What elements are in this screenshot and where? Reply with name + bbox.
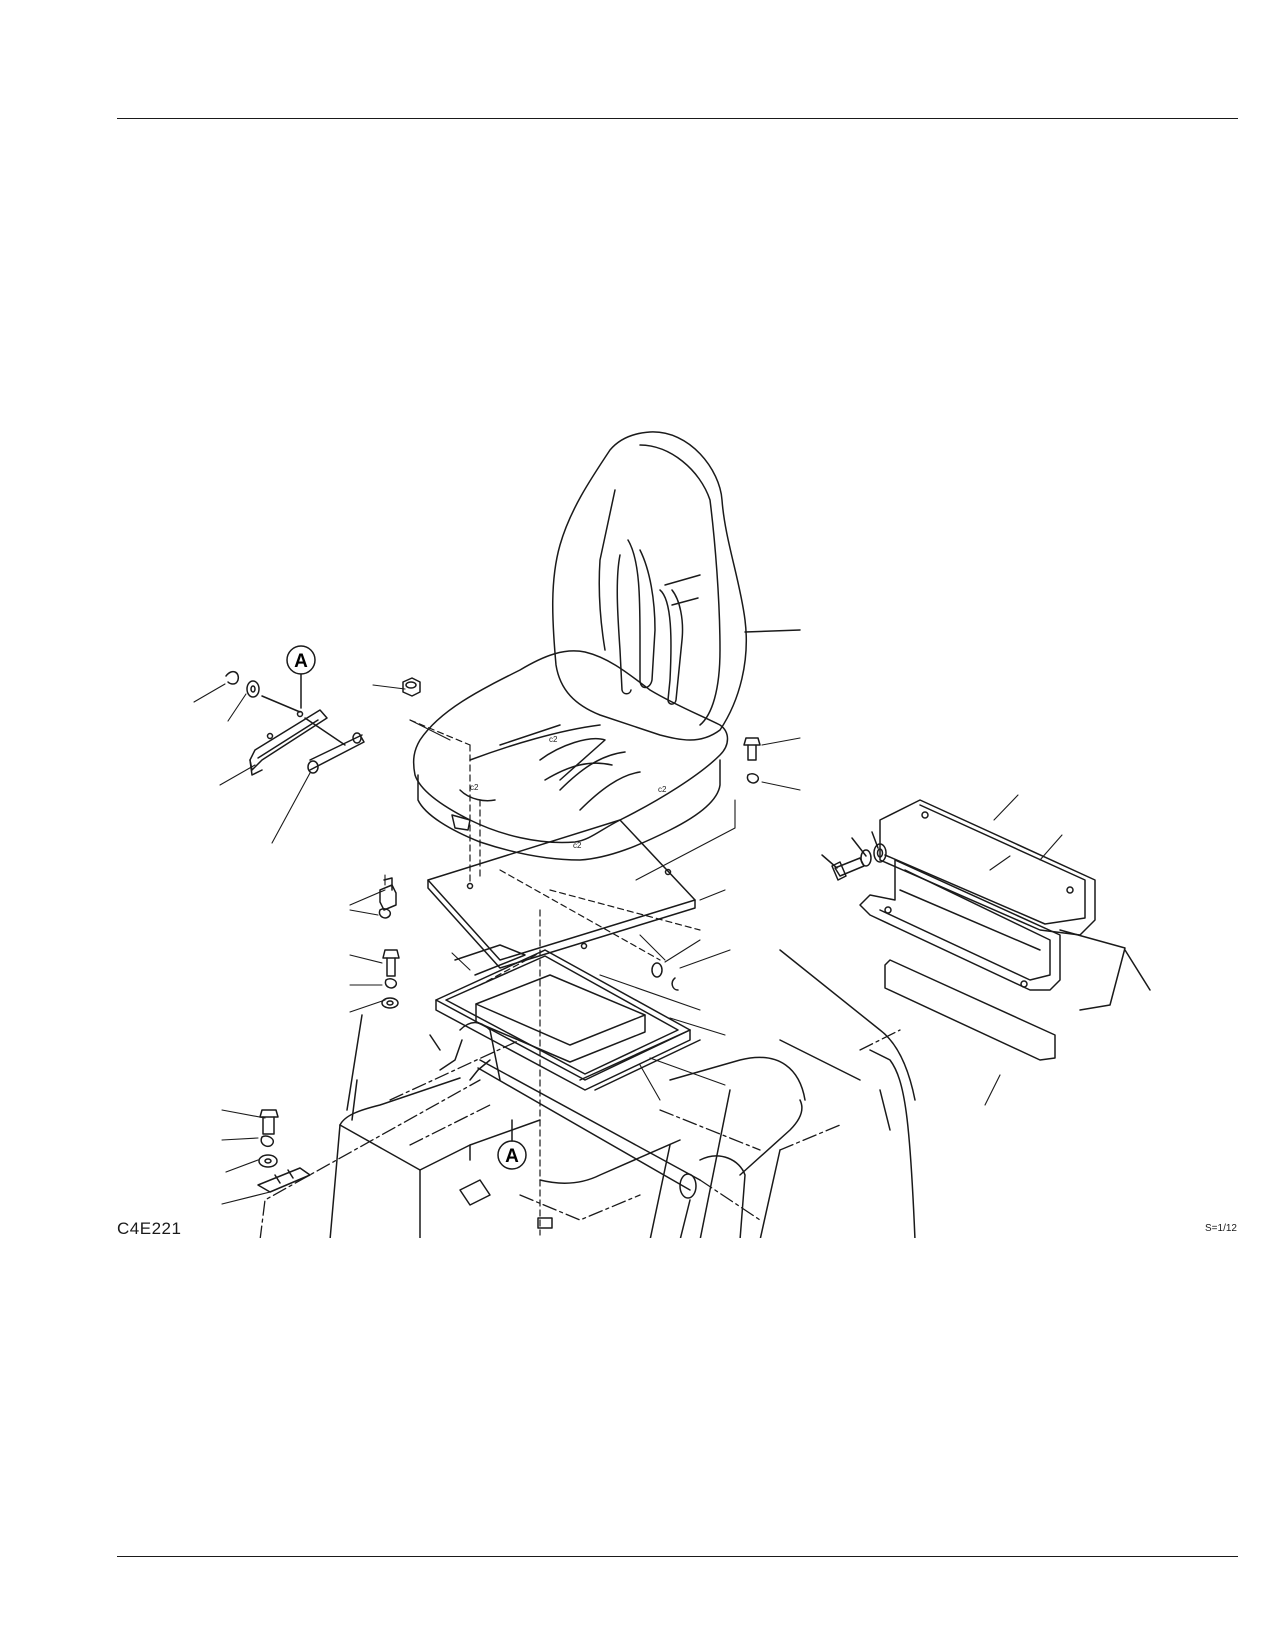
seat-base-tray	[435, 944, 701, 1091]
callout-a-lower: A	[505, 1146, 519, 1167]
machine-body-centerlines	[259, 1029, 901, 1238]
footer-rule	[117, 1556, 1238, 1557]
hardware-parts	[257, 677, 761, 1193]
figure-scale: S=1/12	[1205, 1223, 1237, 1234]
bracket-assembly	[225, 670, 365, 776]
part-mark: c2	[573, 841, 582, 850]
callout-a-upper: A	[294, 651, 308, 672]
seat-plate	[427, 819, 696, 969]
callout-circles	[286, 645, 527, 1170]
seat-cushion	[412, 650, 729, 861]
header-rule	[117, 118, 1238, 119]
rail-bolt-set	[821, 831, 887, 881]
part-mark: c2	[658, 785, 667, 794]
figure-code: C4E221	[117, 1219, 182, 1238]
alignment-lines	[409, 719, 701, 1236]
leader-lines	[193, 683, 1063, 1205]
part-mark: c2	[470, 783, 479, 792]
seat-backrest	[552, 431, 801, 741]
seat-slide-rails	[859, 799, 1151, 1061]
machine-body	[329, 949, 916, 1238]
part-mark: c2	[549, 735, 558, 744]
